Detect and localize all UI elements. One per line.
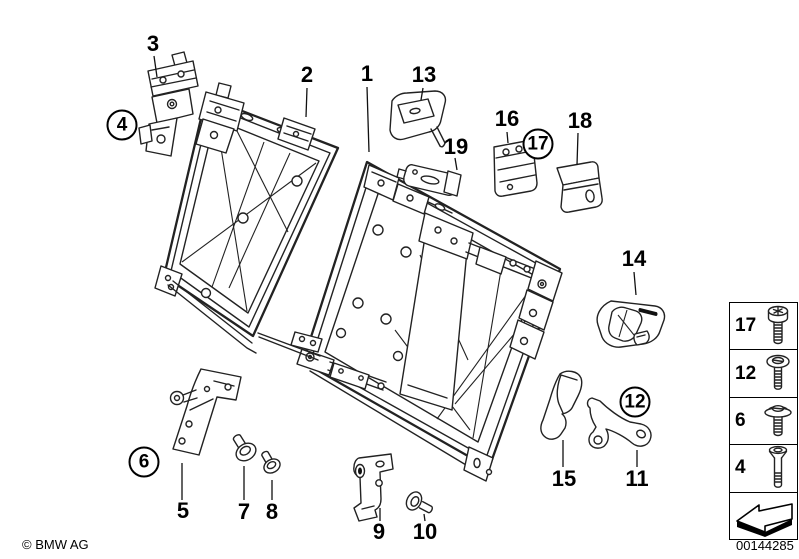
callout-9[interactable]: 9 — [372, 519, 386, 544]
callout-8[interactable]: 8 — [265, 499, 279, 524]
callout-1[interactable]: 1 — [360, 61, 374, 86]
callout-2[interactable]: 2 — [300, 62, 314, 87]
latch-part-3-drawing — [138, 51, 199, 157]
bracket-part-5-drawing — [169, 368, 242, 456]
callout-18[interactable]: 18 — [567, 108, 593, 133]
legend-label-4: 4 — [735, 457, 746, 479]
lever-part-11-drawing — [586, 397, 652, 449]
callout-leader-lines — [153, 55, 638, 522]
direction-of-travel-arrow-icon — [730, 495, 797, 537]
legend-row-17: 17 — [730, 303, 797, 349]
bracket-part-9-drawing — [353, 453, 394, 522]
legend-row-direction — [730, 491, 797, 539]
countersunk-screw-icon — [759, 445, 797, 491]
callout-10[interactable]: 10 — [412, 519, 438, 544]
legend-row-12: 12 — [730, 349, 797, 396]
legend-label-17: 17 — [735, 315, 757, 337]
legend-row-6: 6 — [730, 396, 797, 444]
flange-head-screw-icon — [759, 402, 797, 440]
striker-part-19-drawing — [396, 164, 462, 197]
cover-part-13-drawing — [389, 90, 447, 148]
callout-14[interactable]: 14 — [621, 246, 647, 271]
screw-part-10-drawing — [405, 491, 433, 514]
callout-15[interactable]: 15 — [551, 466, 577, 491]
callout-17-circled[interactable]: 17 — [522, 128, 554, 160]
callout-19[interactable]: 19 — [443, 134, 469, 159]
screw-part-8-drawing — [261, 450, 281, 474]
drawing-number: 00144285 — [736, 538, 794, 553]
backrest-frame-left-drawing — [154, 82, 340, 354]
legend-label-12: 12 — [735, 362, 757, 384]
callout-4-circled[interactable]: 4 — [106, 109, 138, 141]
callout-7[interactable]: 7 — [237, 499, 251, 524]
clip-part-18-drawing — [556, 161, 603, 213]
fastener-legend: 17 12 — [729, 302, 798, 540]
callout-12-circled[interactable]: 12 — [619, 386, 651, 418]
callout-6-circled[interactable]: 6 — [128, 446, 160, 478]
cap-part-14-drawing — [596, 300, 666, 348]
backrest-frame-right-drawing — [257, 160, 563, 482]
legend-label-6: 6 — [735, 410, 746, 432]
cheese-head-screw-icon — [759, 305, 797, 347]
callout-11[interactable]: 11 — [625, 466, 649, 491]
callout-3[interactable]: 3 — [146, 31, 160, 56]
trim-part-15-drawing — [540, 370, 583, 440]
legend-row-4: 4 — [730, 444, 797, 491]
copyright-notice: © BMW AG — [22, 537, 89, 552]
pan-head-screw-icon — [759, 354, 797, 394]
callout-16[interactable]: 16 — [494, 106, 520, 131]
screw-part-7-drawing — [232, 434, 257, 462]
callout-5[interactable]: 5 — [176, 498, 190, 523]
callout-13[interactable]: 13 — [411, 62, 437, 87]
